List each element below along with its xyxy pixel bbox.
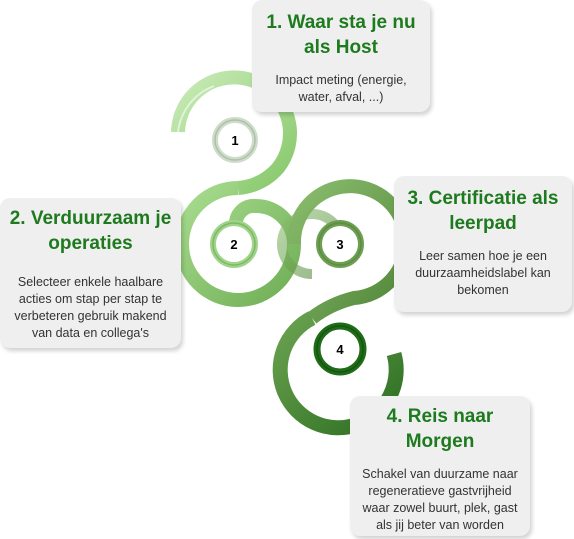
step-card-4: 4. Reis naar Morgen Schakel van duurzame… [350, 396, 530, 536]
step-title-3: 3. Certificatie als leerpad [407, 188, 559, 234]
spiral-segment-4 [272, 311, 404, 436]
step-marker-1: 1 [212, 117, 258, 163]
step-description-2: Selecteer enkele haalbare acties om stap… [14, 275, 167, 340]
step-description-1: Impact meting (energie, water, afval, ..… [275, 73, 407, 104]
step-description-4: Schakel van duurzame naar regeneratieve … [362, 467, 518, 532]
step-number-1: 1 [231, 133, 238, 148]
step-card-1: 1. Waar sta je nu als Host Impact meting… [252, 0, 430, 112]
step-title-1: 1. Waar sta je nu als Host [266, 12, 416, 58]
step-title-4: 4. Reis naar Morgen [386, 406, 494, 452]
step-description-3: Leer samen hoe je een duurzaamheidslabel… [415, 249, 551, 297]
step-card-3: 3. Certificatie als leerpad Leer samen h… [394, 176, 572, 312]
step-card-2: 2. Verduurzaam je operaties Selecteer en… [0, 198, 181, 348]
step-title-2: 2. Verduurzaam je operaties [9, 208, 172, 254]
step-marker-3: 3 [316, 220, 364, 268]
step-number-3: 3 [336, 237, 343, 252]
step-number-2: 2 [230, 237, 237, 252]
step-marker-2: 2 [210, 220, 258, 268]
step-marker-4: 4 [313, 322, 367, 376]
spiral-segment-2 [175, 181, 302, 307]
step-number-4: 4 [336, 342, 344, 357]
